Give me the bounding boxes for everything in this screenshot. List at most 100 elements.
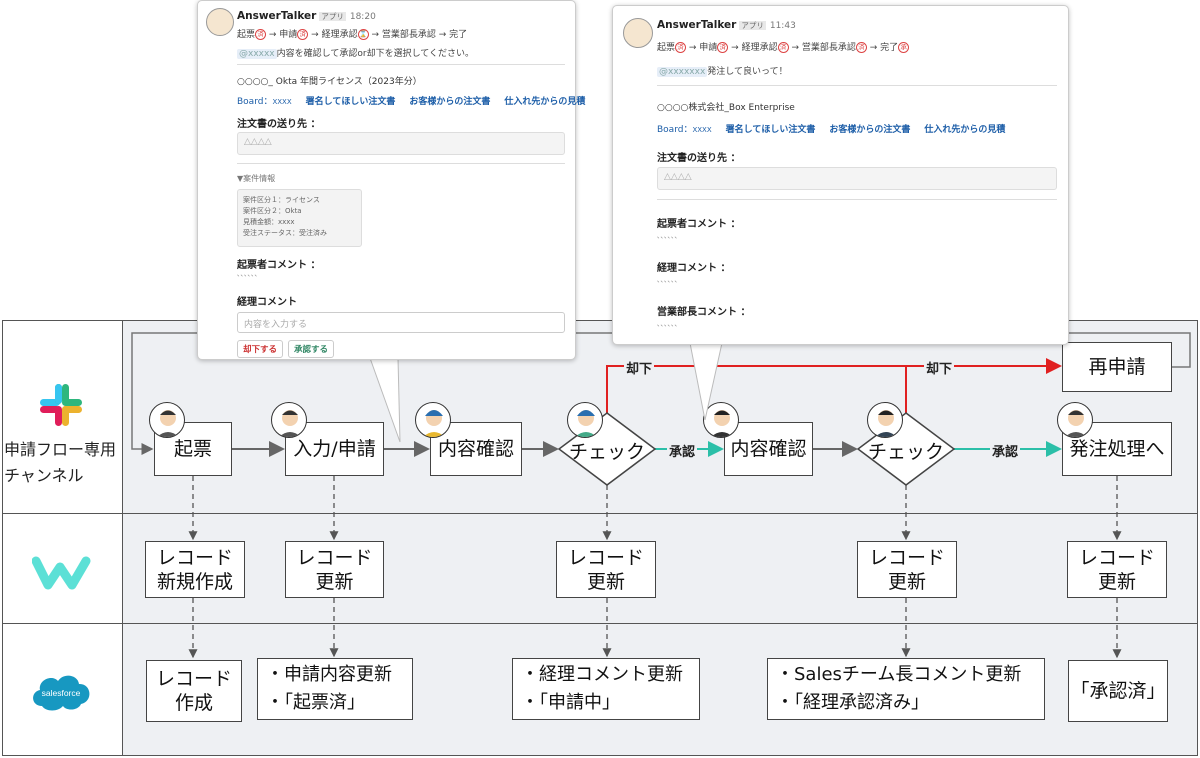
board-value: XXXX: [272, 98, 292, 106]
accounting-comment-value: ､､､､､､: [657, 276, 678, 284]
approve-label: 承認: [990, 441, 1021, 460]
mention: @xxxxx: [237, 49, 277, 59]
step-reapply: 再申請: [1062, 342, 1172, 392]
bot-avatar-icon: [206, 8, 234, 36]
sf-update-accounting: ・経理コメント更新・「申請中」: [512, 658, 700, 720]
divider: [237, 64, 565, 65]
workato-record-create: レコード 新規作成: [145, 541, 245, 598]
sf-item: ・「起票済」: [266, 692, 365, 713]
board-link[interactable]: Board：XXXX: [237, 97, 292, 107]
arrow-text: →: [866, 43, 881, 53]
stamp-icon: 済: [855, 42, 867, 53]
reject-button[interactable]: 却下する: [237, 340, 284, 358]
step-label: 営業部長承認: [801, 43, 856, 53]
destination-label: 注文書の送り先 ：: [657, 153, 741, 164]
link[interactable]: お客様からの注文書: [409, 97, 491, 107]
step-label: 起票: [237, 30, 256, 40]
link[interactable]: お客様からの注文書: [829, 125, 911, 135]
step-label: 完了: [880, 43, 899, 53]
accounting-comment-label: 経理コメント: [237, 297, 297, 308]
avatar-applicant: [271, 402, 307, 438]
board-label: Board：: [237, 97, 273, 107]
sales-comment-label: 営業部長コメント ：: [657, 307, 751, 318]
accounting-comment-input[interactable]: 内容を入力する: [237, 312, 565, 333]
deal-title: ○○○○株式会社_Box Enterprise: [657, 103, 795, 113]
divider: [657, 199, 1057, 200]
board-link[interactable]: Board：XXXX: [657, 125, 712, 135]
sf-item: ・経理コメント更新: [521, 664, 683, 685]
avatar-accounting: [567, 402, 603, 438]
app-name: AnswerTalker: [237, 10, 317, 22]
step-label: 経理承認: [321, 30, 358, 40]
avatar-sales-head: [867, 402, 903, 438]
accounting-comment-label: 経理コメント ：: [657, 263, 731, 274]
stamp-icon: 済: [717, 42, 729, 53]
workato-record-update: レコード 更新: [556, 541, 656, 598]
workato-record-update: レコード 更新: [285, 541, 384, 598]
workato-logo-icon: [32, 556, 91, 590]
destination-label: 注文書の送り先 ：: [237, 119, 321, 130]
avatar-manager: [703, 402, 739, 438]
deal-info-toggle[interactable]: ▼案件情報: [237, 174, 276, 183]
reject-label: 却下: [624, 358, 655, 377]
reject-label: 却下: [924, 358, 955, 377]
channel-label: 申請フロー専用 チャンネル: [4, 440, 117, 485]
step-label: 申請: [699, 43, 718, 53]
divider: [237, 163, 565, 164]
destination-field[interactable]: △△△△: [657, 167, 1057, 190]
lane-divider: [2, 513, 1198, 514]
link[interactable]: 署名してほしい注文書: [725, 125, 816, 135]
sf-record-create: レコード 作成: [146, 660, 242, 722]
link[interactable]: 仕入れ先からの見積: [924, 125, 1006, 135]
sf-update-sales: ・Salesチーム長コメント更新・「経理承認済み」: [767, 658, 1045, 720]
info-line: 見積金額：xxxx: [243, 218, 295, 226]
info-line: 案件区分１：ライセンス: [243, 196, 320, 204]
timestamp: 11:43: [769, 21, 796, 31]
sf-item: ・申請内容更新: [266, 664, 392, 685]
check-label-1: チェック: [568, 441, 645, 463]
drafter-comment-value: ､､､､､､: [657, 232, 678, 240]
link[interactable]: 署名してほしい注文書: [305, 97, 396, 107]
step-label: 営業部長承認: [381, 30, 436, 40]
workato-record-update: レコード 更新: [1067, 541, 1167, 598]
app-badge: アプリ: [319, 12, 346, 21]
sf-update-apply: ・申請内容更新・「起票済」: [257, 658, 413, 720]
sf-item: ・「経理承認済み」: [776, 692, 929, 713]
step-label: 申請: [279, 30, 298, 40]
step-review-2: 内容確認: [724, 422, 813, 476]
timestamp: 18:20: [349, 12, 376, 22]
stamp-icon: 承: [898, 42, 910, 53]
lane-divider: [2, 623, 1198, 624]
workato-record-update: レコード 更新: [857, 541, 957, 598]
link-row: Board：XXXX 署名してほしい注文書 お客様からの注文書 仕入れ先からの見積: [237, 94, 599, 107]
stamp-icon: 済: [777, 42, 789, 53]
drafter-comment-label: 起票者コメント ：: [237, 260, 321, 271]
progress-steps: 起票済 → 申請済 → 経理承認⌛ → 営業部長承認 → 完了: [237, 27, 467, 40]
sf-item: ・Salesチーム長コメント更新: [776, 664, 1022, 685]
arrow-text: →: [435, 30, 450, 40]
avatar-orderer: [1057, 402, 1093, 438]
approve-button[interactable]: 承認する: [288, 340, 335, 358]
drafter-comment-value: ､､､､､､: [237, 270, 258, 278]
message-body: 発注して良いって！: [707, 67, 788, 77]
arrow-text: →: [266, 30, 280, 40]
arrow-text: →: [788, 43, 802, 53]
destination-field[interactable]: △△△△: [237, 132, 565, 155]
avatar-reviewer: [415, 402, 451, 438]
info-line: 受注ステータス：受注済み: [243, 229, 327, 237]
link[interactable]: 仕入れ先からの見積: [504, 97, 586, 107]
reject-arrow: [606, 358, 1062, 413]
step-label: 経理承認: [741, 43, 778, 53]
stamp-icon: 済: [255, 29, 267, 40]
board-value: XXXX: [692, 126, 712, 134]
mention: @xxxxxxx: [657, 67, 708, 77]
arrow-text: →: [728, 43, 742, 53]
deal-title: ○○○○_ Okta 年間ライセンス（2023年分）: [237, 77, 422, 87]
message-body: 内容を確認して承認or却下を選択してください。: [276, 49, 475, 59]
